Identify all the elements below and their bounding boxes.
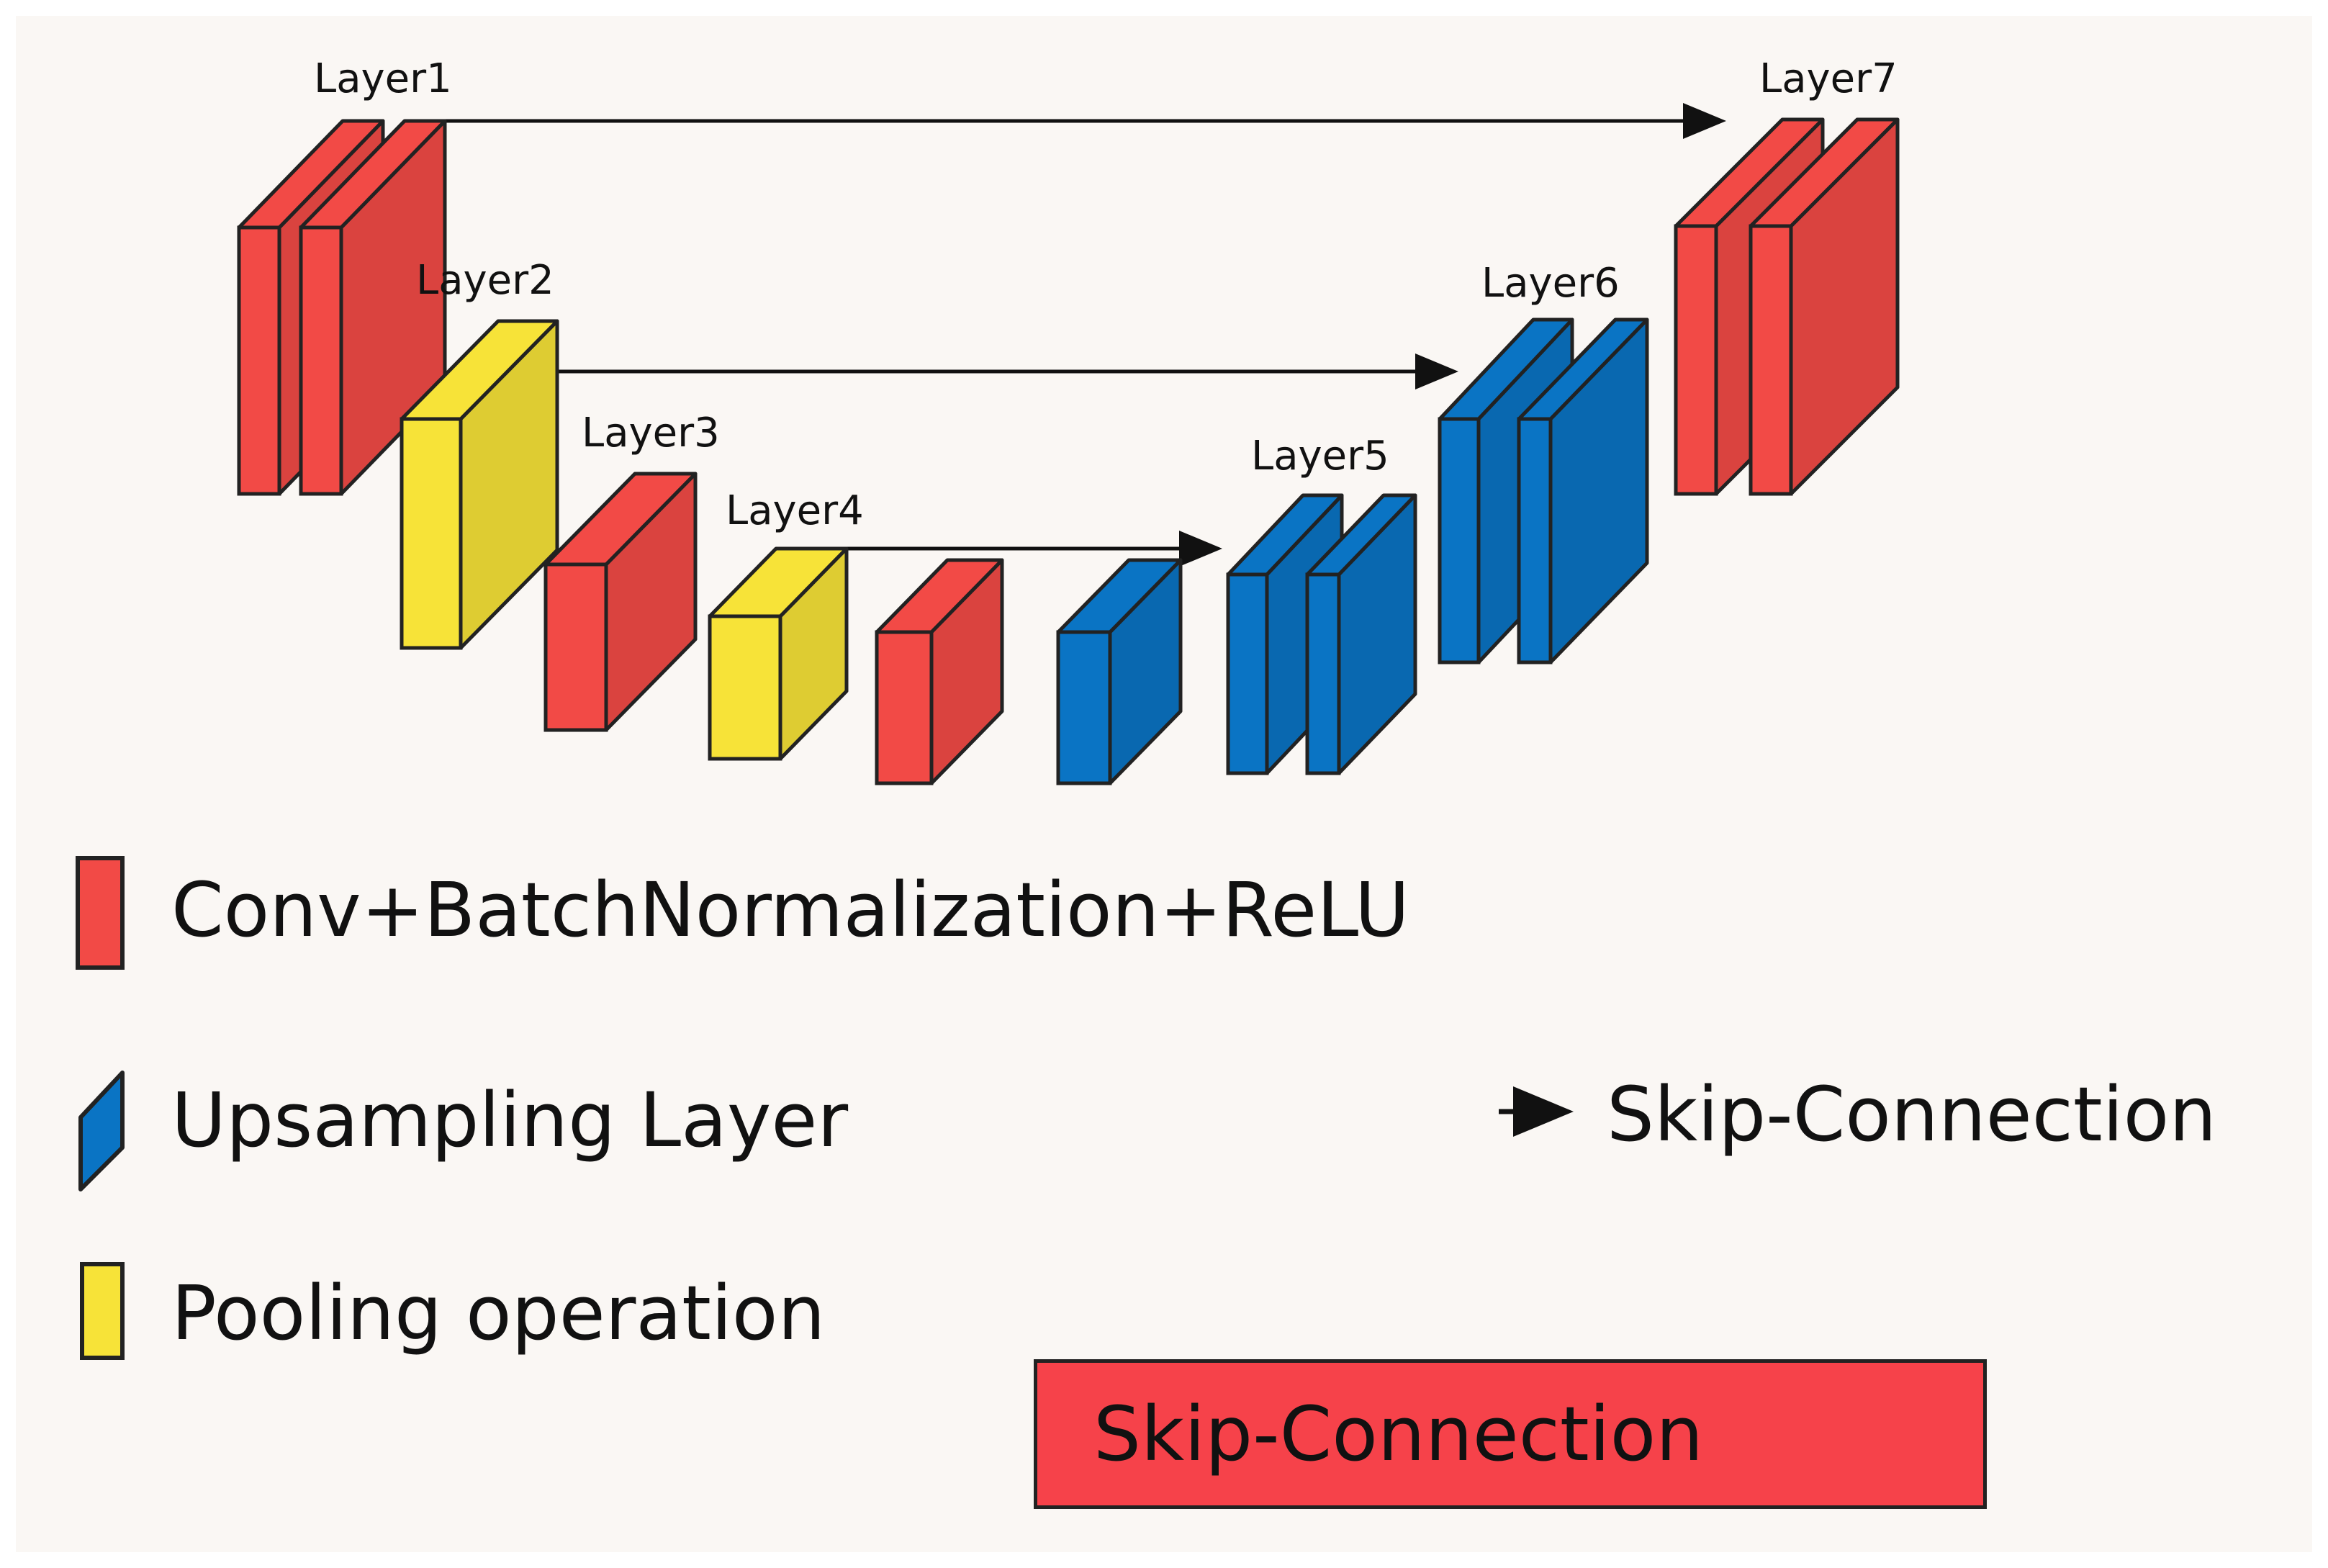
layer-label-3: Layer3 — [582, 410, 720, 456]
layer-label-7: Layer7 — [1759, 55, 1898, 102]
legend: Conv+BatchNormalization+ReLU Upsampling L… — [76, 856, 2216, 1360]
layer2-pool — [400, 319, 559, 650]
layer6-up-b-front — [1517, 417, 1553, 664]
legend-conv-label: Conv+BatchNormalization+ReLU — [171, 866, 1409, 954]
block-conv — [875, 558, 1004, 785]
block-up — [1056, 558, 1183, 785]
layer5-up-b-front — [1305, 572, 1341, 775]
skip-connection-box: Skip-Connection — [1034, 1359, 1987, 1509]
layer4-pool — [708, 546, 849, 761]
skip-connection-box-label: Skip-Connection — [1093, 1390, 1704, 1478]
layer2-pool-front — [400, 417, 463, 650]
layer5-up-a-front — [1226, 572, 1269, 775]
layer3-conv — [543, 472, 698, 732]
layer7-conv-b — [1749, 117, 1900, 496]
layer6-up-a-front — [1438, 417, 1481, 664]
legend-skip-label: Skip-Connection — [1607, 1071, 2216, 1158]
layer1-conv-a-front — [237, 225, 281, 496]
layer-label-2: Layer2 — [416, 257, 554, 304]
layer-label-4: Layer4 — [726, 487, 864, 534]
layer-blocks — [237, 117, 1900, 785]
layer4-pool-front — [708, 614, 782, 761]
layer3-conv-front — [543, 562, 608, 732]
skip-connection-arrows — [445, 103, 1726, 567]
layer-label-6: Layer6 — [1481, 260, 1620, 307]
legend-upsample-swatch — [78, 1071, 125, 1191]
block-up-front — [1056, 630, 1112, 785]
legend-upsample-label: Upsampling Layer — [171, 1076, 848, 1164]
layer6-up-b — [1517, 317, 1649, 664]
legend-conv-swatch — [76, 856, 125, 970]
layer7-conv-b-front — [1749, 224, 1793, 496]
layer-label-5: Layer5 — [1251, 433, 1389, 479]
layer5-up-b — [1305, 493, 1417, 775]
legend-pool-swatch — [80, 1262, 125, 1360]
block-conv-front — [875, 630, 934, 785]
legend-pool-label: Pooling operation — [171, 1269, 825, 1357]
layer1-conv-b-front — [299, 225, 343, 496]
layer7-conv-a-front — [1674, 224, 1718, 496]
layer-label-1: Layer1 — [314, 55, 452, 102]
